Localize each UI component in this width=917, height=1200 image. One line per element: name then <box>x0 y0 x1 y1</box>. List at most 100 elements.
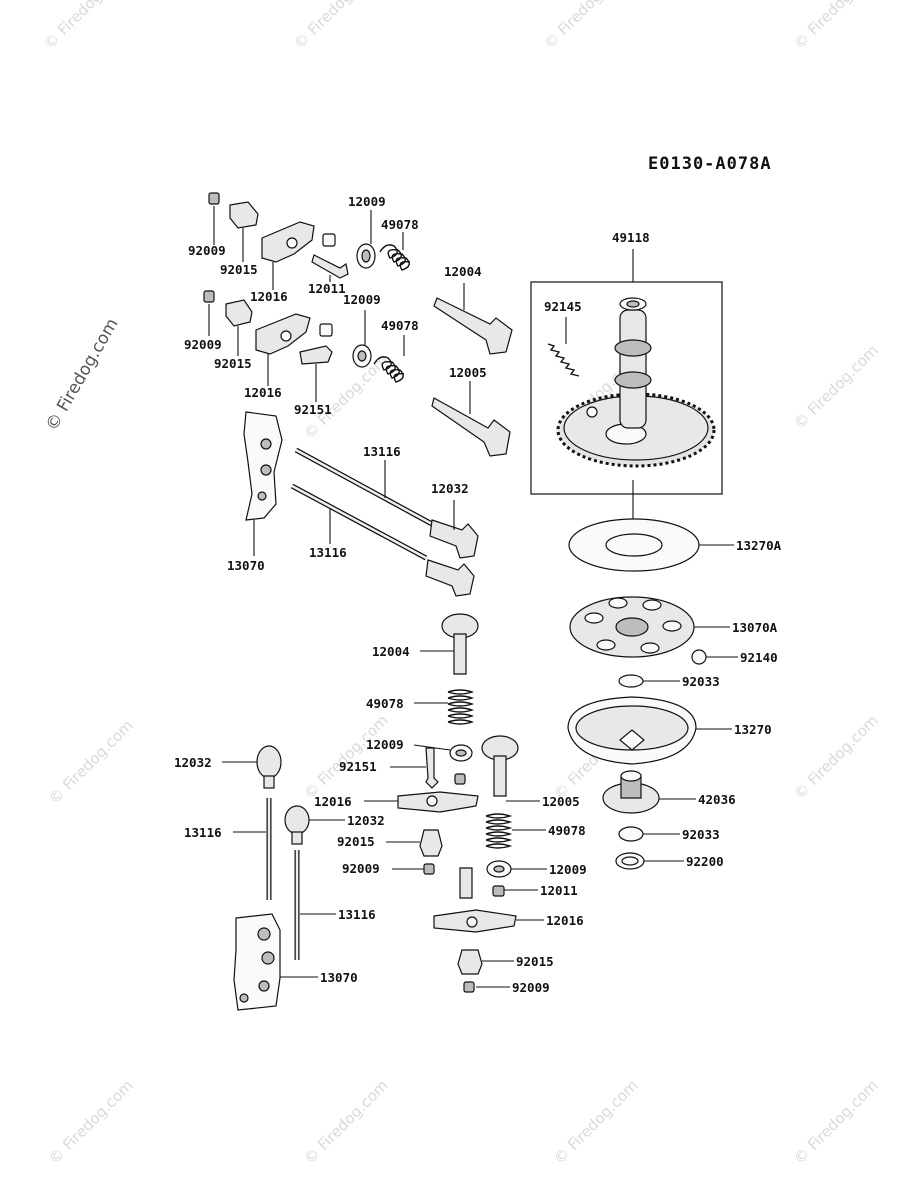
camshaft-assembly: 49118 92145 <box>530 230 723 540</box>
label-12004: 12004 <box>372 644 410 659</box>
governor-sleeve-42036: 42036 92033 92200 <box>602 770 736 870</box>
label-12032: 12032 <box>431 481 469 496</box>
diagram-code: E0130-A078A <box>648 154 772 174</box>
adjuster-92015-lower <box>225 299 253 327</box>
label-12016: 12016 <box>546 913 584 928</box>
pushrod-assembly-upper: 13070 13116 13116 12032 <box>227 411 479 597</box>
nut-92009-lower-a <box>423 863 435 875</box>
watermark: © Firedog.com <box>40 0 132 53</box>
watermark: © Firedog.com <box>45 1076 137 1168</box>
tappet-12032-lower-b <box>284 805 310 835</box>
governor-plate-13070A: 13070A 92140 92033 <box>569 596 778 689</box>
watermark: © Firedog.com <box>790 341 882 433</box>
watermark: © Firedog.com <box>790 1076 882 1168</box>
label-13116: 13116 <box>363 444 401 459</box>
watermark-side: © Firedog.com <box>42 315 123 434</box>
pushrod-assembly-lower: 12032 13116 12032 13116 13070 <box>174 745 385 1011</box>
label-92015: 92015 <box>214 356 252 371</box>
label-13070: 13070 <box>227 558 265 573</box>
governor-dish-13270: 13270 <box>567 696 772 765</box>
label-12011: 12011 <box>540 883 578 898</box>
label-49078: 49078 <box>381 318 419 333</box>
valve-12005-upper <box>431 397 511 457</box>
stud-92151-lower <box>425 747 439 789</box>
label-12005: 12005 <box>542 794 580 809</box>
label-49078: 49078 <box>381 217 419 232</box>
watermark: © Firedog.com <box>790 0 882 53</box>
cam-shaft <box>619 309 647 429</box>
ball-92140 <box>691 649 707 665</box>
adjuster-92015-lower-a <box>419 829 443 857</box>
watermark: © Firedog.com <box>45 716 137 808</box>
label-13116: 13116 <box>184 825 222 840</box>
pivot-bolt-upper <box>311 254 349 279</box>
label-12009: 12009 <box>343 292 381 307</box>
adjuster-92015-upper <box>229 201 259 229</box>
label-92151: 92151 <box>294 402 332 417</box>
nut-92009-lower-b <box>463 981 475 993</box>
label-13116: 13116 <box>309 545 347 560</box>
tappet-12032-lower-a <box>256 745 282 779</box>
clip-92033-upper <box>618 674 644 688</box>
label-12009: 12009 <box>348 194 386 209</box>
top-rocker-assembly: 92009 92015 12016 12011 12009 49078 1200… <box>188 192 513 355</box>
label-12016: 12016 <box>250 289 288 304</box>
label-92015: 92015 <box>337 834 375 849</box>
label-12005: 12005 <box>449 365 487 380</box>
watermark: © Firedog.com <box>790 711 882 803</box>
nut-12011-upper <box>322 233 336 247</box>
pivot-bolt-lower <box>299 345 333 365</box>
label-92009: 92009 <box>188 243 226 258</box>
label-92140: 92140 <box>740 650 778 665</box>
watermark: © Firedog.com <box>300 711 392 803</box>
label-13270A: 13270A <box>736 538 782 553</box>
label-92033: 92033 <box>682 674 720 689</box>
label-12016: 12016 <box>314 794 352 809</box>
label-92009: 92009 <box>342 861 380 876</box>
label-92200: 92200 <box>686 854 724 869</box>
tappet-12032-b <box>425 559 475 597</box>
label-12032: 12032 <box>347 813 385 828</box>
watermark: © Firedog.com <box>290 0 382 53</box>
label-12032: 12032 <box>174 755 212 770</box>
cam-washer-13270A: 13270A <box>568 518 782 572</box>
label-12004: 12004 <box>444 264 482 279</box>
adjuster-92015-lower-b <box>457 949 483 975</box>
label-12016: 12016 <box>244 385 282 400</box>
label-92015: 92015 <box>516 954 554 969</box>
nut-12011-small <box>454 773 466 785</box>
label-12011: 12011 <box>308 281 346 296</box>
watermark: © Firedog.com <box>300 1076 392 1168</box>
label-13070A: 13070A <box>732 620 778 635</box>
label-13270: 13270 <box>734 722 772 737</box>
label-13070: 13070 <box>320 970 358 985</box>
second-rocker-assembly: 92009 92015 12016 92151 12009 49078 1200… <box>184 290 511 457</box>
label-49078: 49078 <box>548 823 586 838</box>
label-12009: 12009 <box>366 737 404 752</box>
clip-92033-lower <box>618 826 644 842</box>
watermark: © Firedog.com <box>540 0 632 53</box>
camshaft-box <box>530 281 723 495</box>
spring-49078-upper <box>379 244 411 271</box>
label-42036: 42036 <box>698 792 736 807</box>
watermark: © Firedog.com <box>550 1076 642 1168</box>
label-92009: 92009 <box>512 980 550 995</box>
label-92151: 92151 <box>339 759 377 774</box>
nut-92009-upper <box>208 192 220 205</box>
label-92145: 92145 <box>544 299 582 314</box>
spring-49078-lower <box>373 356 405 383</box>
valve-12004-upper <box>433 297 513 355</box>
nut-12011-lower-b <box>492 885 505 897</box>
label-12009: 12009 <box>549 862 587 877</box>
nut-12011-lower <box>319 323 333 337</box>
spring-49078-lower-b <box>485 813 513 849</box>
lower-valve-assembly: 12004 49078 12009 92151 12005 12016 9201… <box>314 613 587 995</box>
label-13116: 13116 <box>338 907 376 922</box>
tappet-12032-a <box>429 519 479 559</box>
rocker-arm-12016-lower-a <box>397 791 479 813</box>
nut-92009-lower <box>203 290 215 303</box>
label-92015: 92015 <box>220 262 258 277</box>
watermark: © Firedog.com <box>300 351 392 443</box>
label-49078: 49078 <box>366 696 404 711</box>
